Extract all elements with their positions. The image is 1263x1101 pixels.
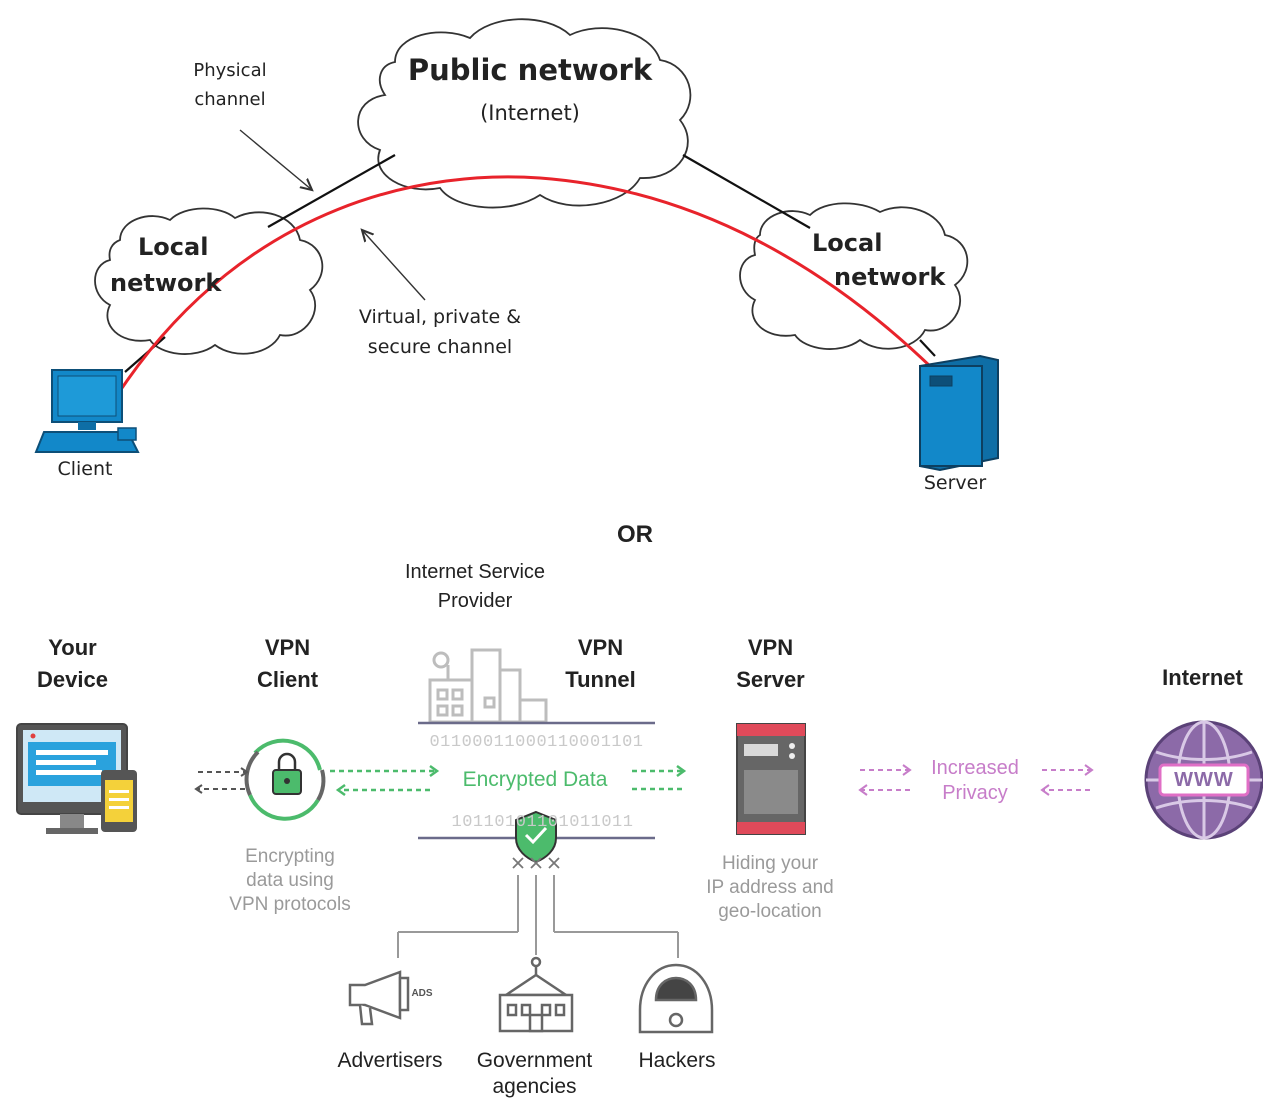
binary-top: 01100011000110001101: [429, 733, 644, 752]
local-network-right-cloud: [739, 202, 969, 350]
local-network-right-label: Local network: [812, 229, 946, 291]
shield-check-icon: [515, 810, 557, 864]
virtual-channel-label: Virtual, private & secure channel: [358, 306, 522, 358]
hiding-desc: Hiding your IP address and geo-location: [706, 853, 834, 922]
ads-label: ADS: [411, 988, 433, 999]
server-icon: [919, 354, 999, 472]
or-separator: OR: [617, 521, 653, 548]
public-network-cloud: [357, 18, 692, 209]
government-label: Government agencies: [476, 1049, 593, 1099]
vpn-tunnel-label: VPN Tunnel: [565, 635, 636, 692]
binary-bottom: 10110101101011011: [451, 813, 634, 832]
megaphone-icon: [348, 970, 410, 1026]
client-label: Client: [57, 458, 113, 480]
local-network-left-label: Local network: [110, 233, 222, 297]
www-label: WWW: [1174, 769, 1234, 791]
encrypting-desc: Encrypting data using VPN protocols: [229, 846, 351, 915]
increased-privacy-label: Increased Privacy: [931, 757, 1019, 804]
government-building-icon: [498, 956, 574, 1033]
public-network-label: Public network: [407, 53, 653, 87]
vpn-server-icon: [736, 723, 806, 835]
isp-building-icon: [428, 648, 548, 724]
your-device-label: Your Device: [37, 635, 108, 692]
advertisers-label: Advertisers: [337, 1049, 443, 1072]
hackers-label: Hackers: [638, 1049, 716, 1072]
vpn-client-lock-icon: [244, 738, 326, 821]
encrypted-data-label: Encrypted Data: [440, 767, 630, 794]
server-label: Server: [923, 472, 987, 494]
physical-channel-label: Physical channel: [193, 60, 267, 110]
your-device-icon: [16, 723, 137, 834]
client-computer-icon: [34, 369, 140, 453]
vpn-client-label: VPN Client: [256, 635, 319, 692]
isp-label: Internet Service Provider: [404, 561, 546, 612]
globe-icon: [1144, 720, 1263, 840]
internet-paren-label: (Internet): [480, 101, 580, 125]
vpn-server-label: VPN Server: [736, 635, 805, 692]
secure-channel-arc: [120, 175, 934, 389]
internet-label: Internet: [1162, 665, 1243, 690]
hacker-icon: [638, 963, 714, 1034]
